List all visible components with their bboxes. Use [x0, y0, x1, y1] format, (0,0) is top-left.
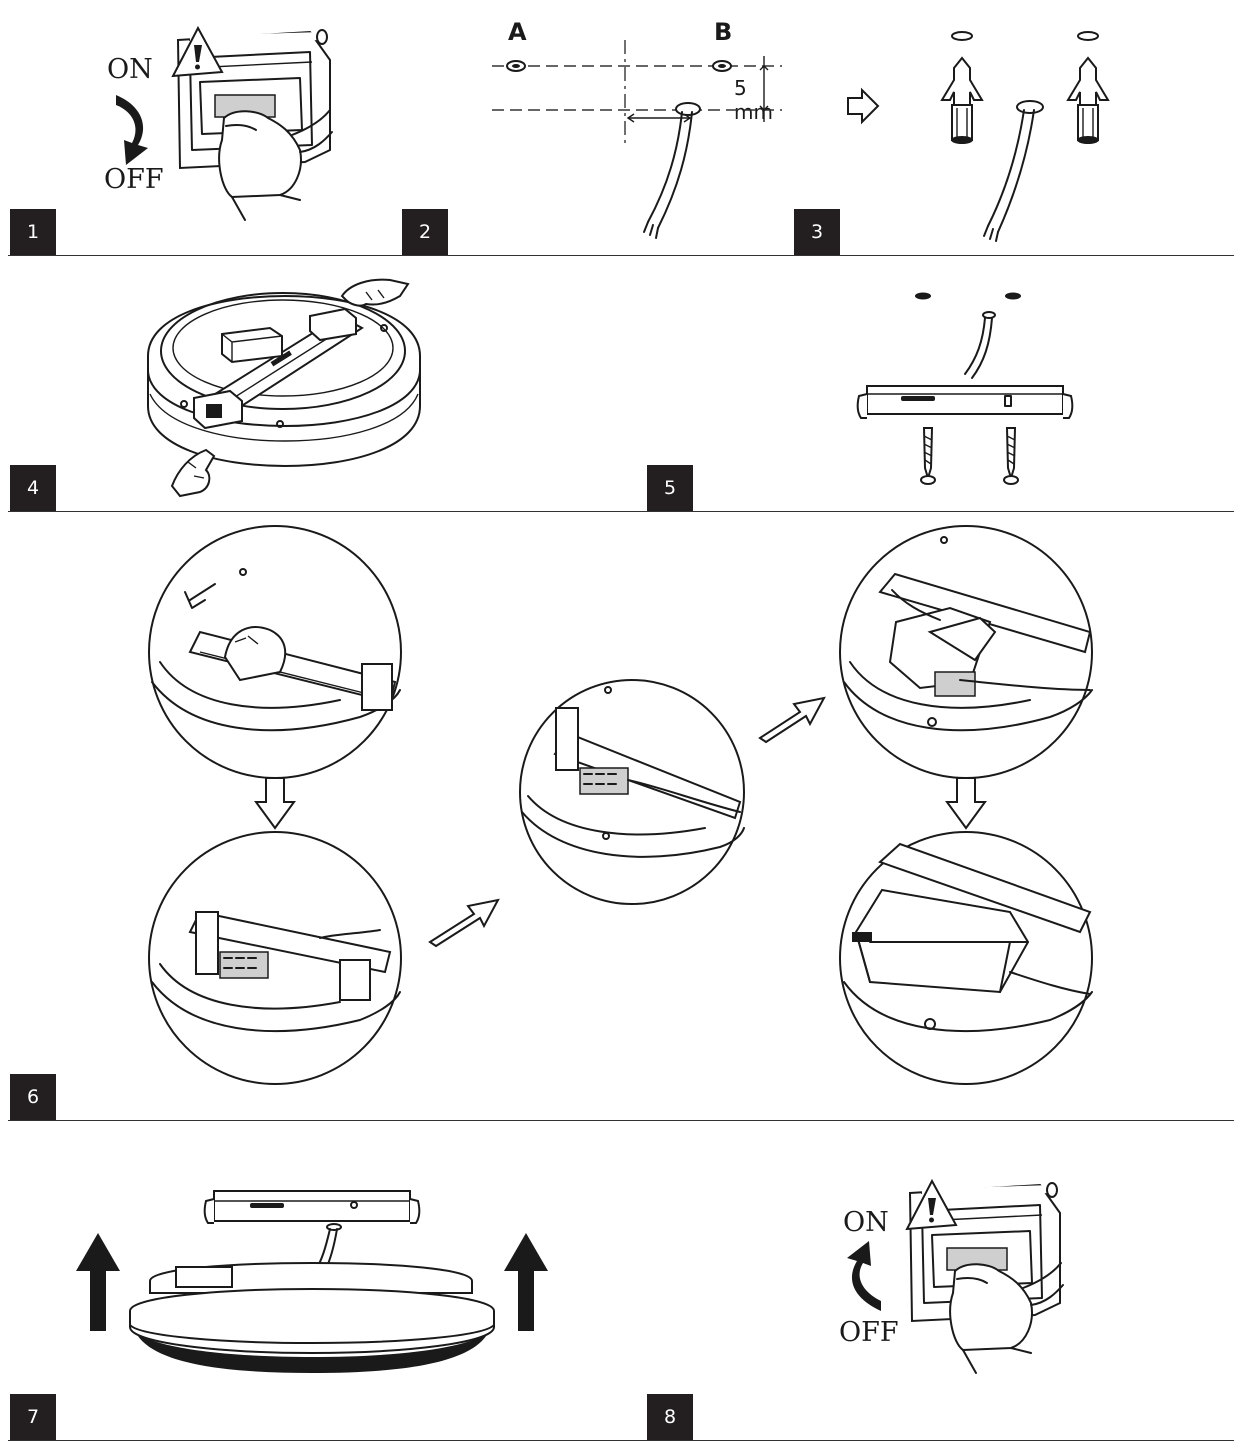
breaker-switch-illustration	[645, 1121, 1234, 1441]
screw-left	[921, 428, 935, 484]
hollow-arrow-down-icon	[947, 778, 985, 828]
curved-arrow-down-icon	[116, 95, 148, 165]
mount-luminaire-illustration	[0, 1121, 645, 1441]
row-divider-4	[8, 1440, 1234, 1441]
detail-circle-connect-wire	[520, 680, 744, 904]
step-number-7: 7	[10, 1394, 56, 1440]
step-number-6: 6	[10, 1074, 56, 1120]
step-number-3: 3	[794, 209, 840, 255]
step-number-1: 1	[10, 209, 56, 255]
arrow-up-icon	[76, 1233, 120, 1331]
step-3-panel	[792, 0, 1234, 255]
step-number-2: 2	[402, 209, 448, 255]
screw-right	[1004, 428, 1018, 484]
step-number-8: 8	[647, 1394, 693, 1440]
hollow-arrow-right-icon	[848, 90, 878, 122]
hollow-arrow-diagonal-icon	[430, 900, 498, 946]
wall-plugs-illustration	[792, 0, 1234, 255]
step-2-panel: A B 5 mm	[400, 0, 792, 255]
step-8-panel: ON OFF	[645, 1121, 1234, 1441]
detail-circle-terminal-block	[149, 832, 401, 1084]
hollow-arrow-down-icon	[256, 778, 294, 828]
step-number-4: 4	[10, 465, 56, 511]
step-5-panel	[645, 256, 1234, 511]
detail-circle-close-cover	[840, 526, 1092, 778]
hollow-arrow-diagonal-icon	[760, 698, 824, 742]
step-7-panel	[0, 1121, 645, 1441]
wall-plug-right	[1068, 58, 1108, 144]
wiring-sequence-illustration	[0, 512, 1234, 1120]
step-4-panel	[0, 256, 645, 511]
step-1-panel: ON OFF	[0, 0, 400, 255]
step-6-panel	[0, 512, 1234, 1120]
detail-circle-cover-closed	[840, 832, 1092, 1084]
drill-template-illustration	[400, 0, 792, 255]
breaker-switch-illustration	[0, 0, 400, 255]
detail-circle-open-cover	[149, 526, 401, 778]
fix-mounting-bracket-illustration	[645, 256, 1234, 511]
arrow-up-icon	[504, 1233, 548, 1331]
curved-arrow-up-icon	[847, 1241, 881, 1311]
step-number-5: 5	[647, 465, 693, 511]
wall-plug-left	[942, 58, 982, 144]
remove-mounting-bracket-illustration	[0, 256, 645, 511]
